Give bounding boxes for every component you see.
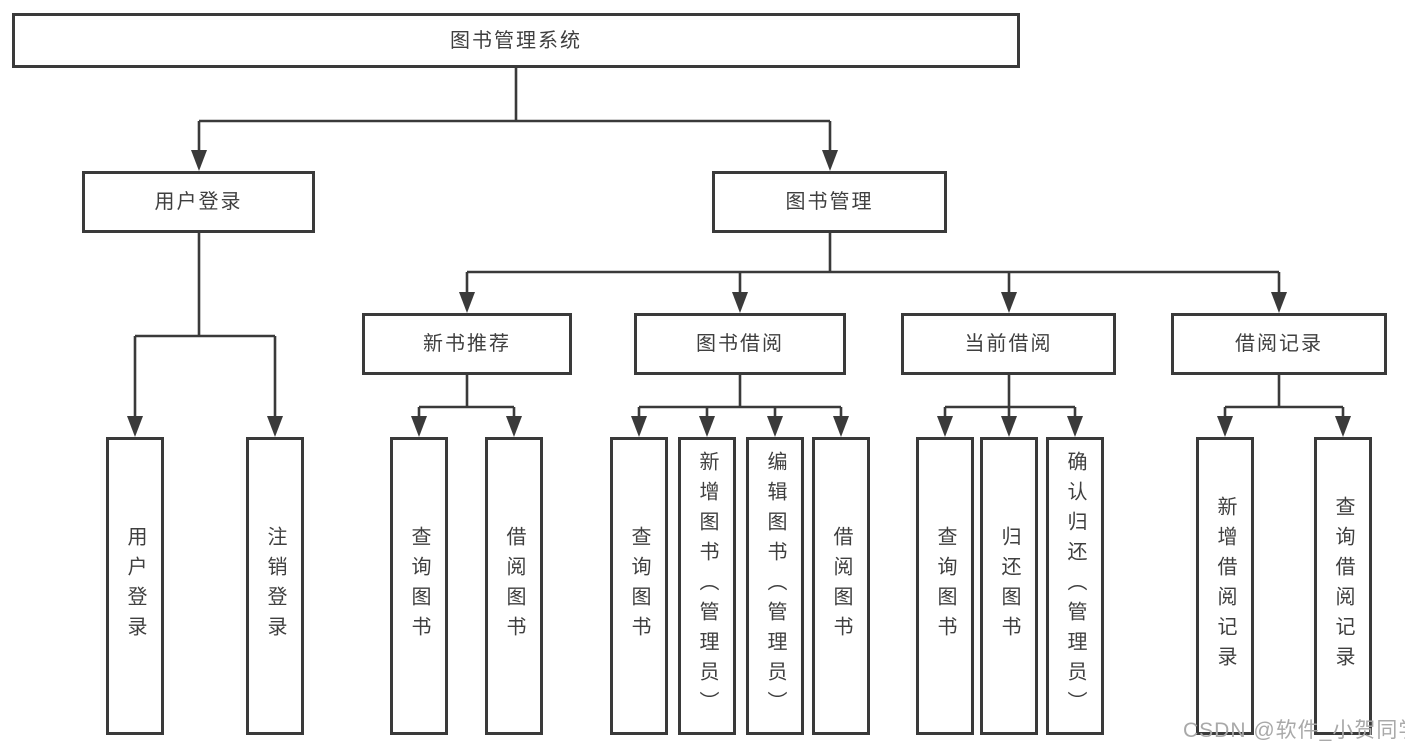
leaf-query-books-current-label: 查询图书 — [934, 526, 956, 646]
node-book-borrowing-label: 图书借阅 — [696, 333, 784, 355]
node-root: 图书管理系统 — [12, 13, 1020, 68]
leaf-return-books-label: 归还图书 — [998, 526, 1020, 646]
leaf-query-books-recommend-label: 查询图书 — [408, 526, 430, 646]
leaf-add-borrow-record: 新增借阅记录 — [1196, 437, 1254, 735]
node-book-management: 图书管理 — [712, 171, 947, 233]
leaf-return-books: 归还图书 — [980, 437, 1038, 735]
leaf-query-books-borrowing: 查询图书 — [610, 437, 668, 735]
leaf-add-books-admin: 新增图书（管理员） — [678, 437, 736, 735]
leaf-logout-label: 注销登录 — [264, 526, 286, 646]
leaf-query-borrow-record: 查询借阅记录 — [1314, 437, 1372, 735]
leaf-borrow-books-recommend: 借阅图书 — [485, 437, 543, 735]
node-book-management-label: 图书管理 — [785, 191, 874, 213]
leaf-confirm-return-admin: 确认归还（管理员） — [1046, 437, 1104, 735]
node-borrowing-records-label: 借阅记录 — [1235, 333, 1323, 355]
leaf-query-books-borrowing-label: 查询图书 — [628, 526, 650, 646]
leaf-borrow-books-recommend-label: 借阅图书 — [503, 526, 525, 646]
node-user-login-label: 用户登录 — [154, 191, 243, 213]
node-current-borrowing: 当前借阅 — [901, 313, 1116, 375]
leaf-borrow-books-borrowing-label: 借阅图书 — [830, 526, 852, 646]
leaf-user-login: 用户登录 — [106, 437, 164, 735]
node-current-borrowing-label: 当前借阅 — [964, 333, 1053, 355]
csdn-watermark: CSDN @软件_小贺同学 — [1183, 719, 1405, 742]
leaf-borrow-books-borrowing: 借阅图书 — [812, 437, 870, 735]
leaf-logout: 注销登录 — [246, 437, 304, 735]
leaf-confirm-return-admin-label: 确认归还（管理员） — [1064, 451, 1086, 721]
leaf-add-borrow-record-label: 新增借阅记录 — [1214, 496, 1236, 676]
leaf-edit-books-admin: 编辑图书（管理员） — [746, 437, 804, 735]
node-new-book-recommend-label: 新书推荐 — [423, 333, 511, 355]
node-user-login: 用户登录 — [82, 171, 315, 233]
leaf-edit-books-admin-label: 编辑图书（管理员） — [764, 451, 786, 721]
node-root-label: 图书管理系统 — [450, 29, 582, 52]
node-new-book-recommend: 新书推荐 — [362, 313, 572, 375]
leaf-add-books-admin-label: 新增图书（管理员） — [696, 451, 718, 721]
node-book-borrowing: 图书借阅 — [634, 313, 846, 375]
leaf-query-books-current: 查询图书 — [916, 437, 974, 735]
node-borrowing-records: 借阅记录 — [1171, 313, 1387, 375]
leaf-user-login-label: 用户登录 — [124, 526, 146, 646]
leaf-query-borrow-record-label: 查询借阅记录 — [1332, 496, 1354, 676]
leaf-query-books-recommend: 查询图书 — [390, 437, 448, 735]
